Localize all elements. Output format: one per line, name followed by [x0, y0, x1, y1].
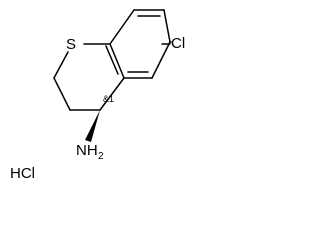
sulfur-atom-label: S: [66, 36, 76, 53]
benzene-ring: [105, 9, 171, 79]
stereo-wedge-bond: [85, 110, 100, 142]
bond-s-c2: [53, 51, 69, 79]
thiopyran-ring: [53, 43, 125, 111]
chemical-structure: S Cl &1 NH 2 HCl: [10, 9, 185, 182]
bond-c2-c3: [53, 77, 71, 111]
bond-c4-c4a: [99, 77, 125, 111]
chlorine-atom-label: Cl: [171, 35, 185, 52]
bond-c7-c6: [163, 9, 171, 43]
bond-c4a-c8a: [109, 43, 125, 79]
amine-atom-label: NH: [76, 142, 98, 159]
bond-c4a-c8a-inner: [105, 45, 119, 75]
bond-c6-c5: [151, 41, 171, 79]
stereo-descriptor: &1: [103, 94, 114, 104]
amine-hydrogen-count: 2: [98, 151, 104, 162]
bond-c8a-c8: [109, 9, 135, 45]
salt-label: HCl: [10, 165, 35, 182]
